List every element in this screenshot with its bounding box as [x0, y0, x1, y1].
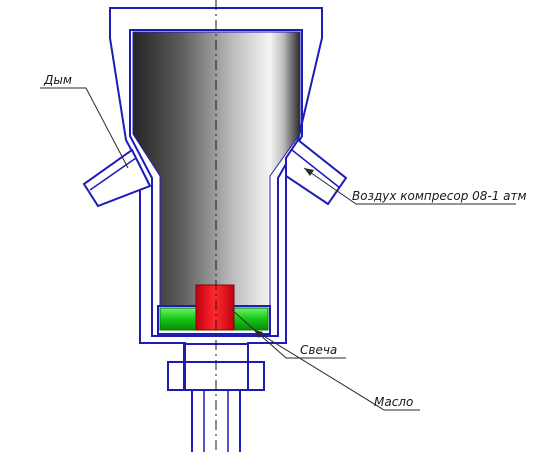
- oil-leader-line: [253, 329, 420, 411]
- smoke-leader-line: [40, 87, 129, 169]
- plug-label: Свеча: [300, 343, 337, 357]
- plug-leader-line: [231, 309, 346, 359]
- smoke-outlet-inner: [89, 157, 137, 191]
- oil-arrowhead: [254, 330, 263, 338]
- air-arrowhead: [304, 168, 314, 176]
- smoke-label: Дым: [43, 73, 72, 87]
- smoke-outlet-tube: [82, 148, 152, 208]
- inner-housing: [129, 29, 303, 337]
- air-label: Воздух компресор 08-1 атм: [352, 189, 527, 203]
- oil-label: Масло: [374, 395, 413, 409]
- oil-pipe-inner: [203, 390, 229, 452]
- air-leader-line: [303, 167, 516, 205]
- spark-plug: [195, 284, 235, 331]
- air-inlet-tube: [285, 138, 348, 206]
- air-inlet-inner: [291, 149, 341, 189]
- oil-pipe: [191, 390, 241, 452]
- seal-ring-left: [159, 307, 197, 331]
